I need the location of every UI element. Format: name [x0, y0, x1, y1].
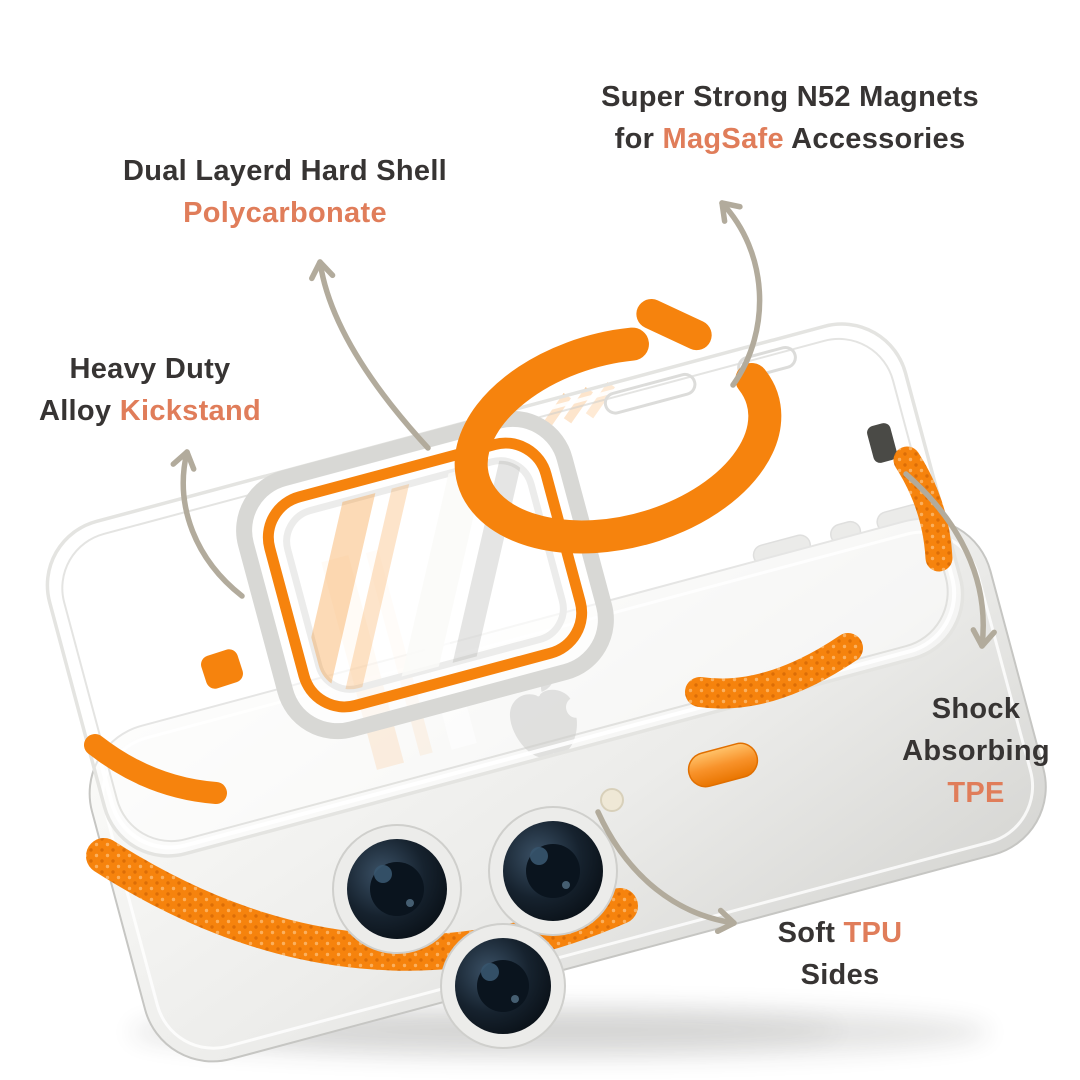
label-text: Super Strong N52 Magnets [601, 81, 979, 113]
label-text: Sides [800, 959, 880, 992]
label-highlight: Polycarbonate [183, 197, 387, 230]
camera-lens [488, 806, 618, 936]
arrow-hard-shell [309, 259, 431, 451]
label-highlight: TPE [947, 777, 1005, 810]
label-soft-tpu-sides: Soft TPU Sides [740, 912, 940, 996]
camera-lens [440, 923, 566, 1049]
magsafe-ring-arc [454, 327, 782, 554]
magsafe-align-magnet [636, 298, 712, 351]
case-orange-button [687, 742, 759, 788]
label-shock-absorbing-tpe: Shock Absorbing TPE [876, 688, 1076, 814]
kickstand-hook [867, 423, 897, 463]
arrow-tpu [595, 809, 737, 935]
label-text: for [614, 123, 663, 156]
label-text: Accessories [783, 123, 966, 156]
camera-lens-cluster [332, 788, 624, 1049]
tpu-hinge-piece [201, 649, 243, 689]
label-kickstand: Heavy Duty Alloy Kickstand [10, 348, 290, 432]
label-text: Dual Layerd Hard Shell [122, 155, 448, 187]
label-highlight: TPU [843, 917, 903, 949]
arrow-magsafe [719, 200, 763, 388]
label-text: Heavy Duty [69, 353, 231, 385]
label-magsafe-magnets: Super Strong N52 Magnets for MagSafe Acc… [555, 76, 1025, 160]
camera-frame-kickstand [236, 410, 614, 740]
label-text: Absorbing [902, 735, 1050, 768]
arrow-tpe [903, 471, 997, 649]
arrow-kickstand [170, 449, 245, 599]
label-hard-shell: Dual Layerd Hard Shell Polycarbonate [85, 150, 485, 234]
camera-flash [600, 788, 624, 812]
label-text: Alloy [38, 395, 120, 428]
label-highlight: Kickstand [119, 395, 262, 428]
camera-lens [332, 824, 462, 954]
annotation-arrows [170, 200, 997, 935]
tpu-strip-left [84, 734, 227, 804]
case-top-slot [603, 372, 697, 415]
label-text: Soft [777, 917, 844, 949]
magsafe-ring [454, 298, 782, 554]
label-text: Shock [931, 693, 1021, 725]
label-highlight: MagSafe [662, 123, 784, 156]
